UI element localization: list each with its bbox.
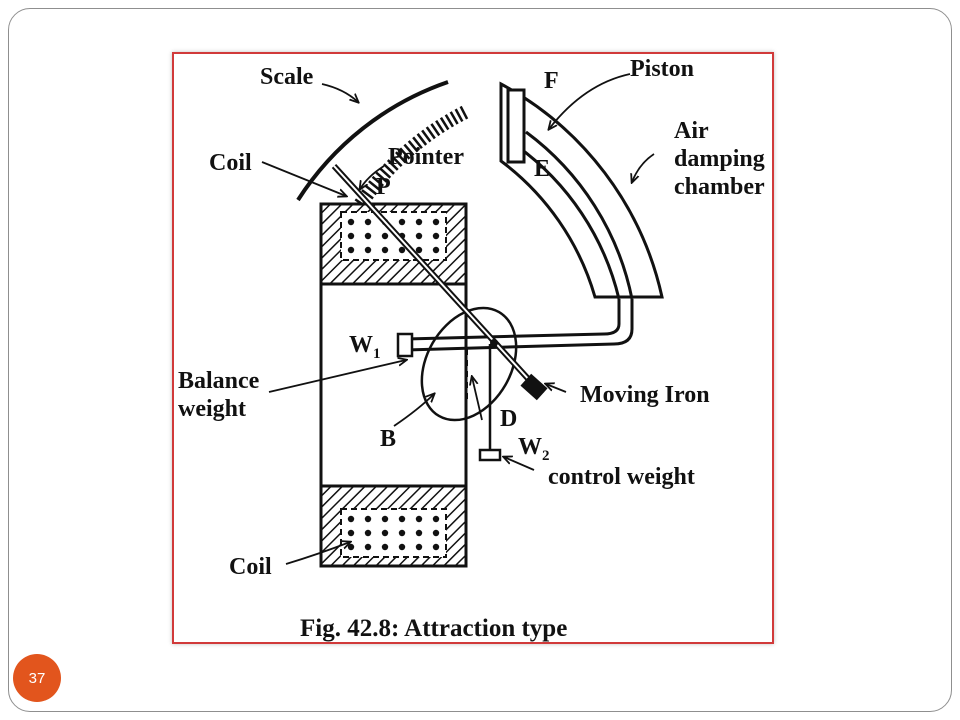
label-air-line3: chamber	[674, 174, 765, 200]
scale-tick	[395, 151, 407, 164]
balance-weight-w1	[396, 332, 414, 358]
scale-tick	[386, 159, 399, 171]
coil-winding-dot	[381, 232, 389, 240]
coil-winding-dot	[364, 515, 372, 523]
scale-tick	[449, 111, 459, 125]
pointer	[331, 163, 548, 401]
scale-tick	[454, 108, 464, 123]
coil-winding-dot	[347, 218, 355, 226]
coil-winding-dot	[347, 515, 355, 523]
coil-winding-dot	[364, 218, 372, 226]
label-air-line1: Air	[674, 118, 709, 144]
coil-winding-dot	[398, 515, 406, 523]
coil-winding-dot	[381, 246, 389, 254]
coil-winding-dot	[415, 218, 423, 226]
figure-caption: Fig. 42.8: Attraction type	[300, 615, 567, 642]
coil-winding-dot	[432, 232, 440, 240]
coil-winding-dot	[364, 246, 372, 254]
scale-tick	[412, 136, 423, 150]
scale-tick	[399, 147, 411, 160]
coil-winding-dot	[347, 543, 355, 551]
scale-tick	[375, 171, 388, 183]
coil-winding-dot	[381, 515, 389, 523]
scale-tick	[368, 180, 381, 191]
coil-winding-dot	[432, 515, 440, 523]
scale-tick	[403, 143, 415, 156]
coil-winding-dot	[432, 529, 440, 537]
page-number-badge: 37	[13, 654, 61, 702]
coil-winding-dot	[398, 218, 406, 226]
label-e: E	[534, 156, 550, 182]
scale-tick	[430, 123, 441, 137]
scale-tick	[416, 133, 428, 146]
figure-frame: Scale Coil Pointer P F Piston E Air damp…	[172, 52, 774, 644]
coil-winding-dot	[432, 246, 440, 254]
coil-winding-dot	[415, 515, 423, 523]
scale-tick	[407, 140, 419, 153]
coil-assembly	[319, 202, 468, 568]
scale-tick	[421, 129, 432, 143]
coil-winding-dot	[347, 529, 355, 537]
scale-tick	[425, 126, 436, 140]
label-air-line2: damping	[674, 146, 765, 172]
coil-winding-dot	[364, 232, 372, 240]
coil-winding-dot	[398, 529, 406, 537]
coil-winding-dot	[364, 543, 372, 551]
scale-tick	[379, 167, 392, 179]
label-piston: Piston	[630, 56, 694, 82]
spindle-pivot	[490, 339, 498, 347]
coil-winding-dot	[381, 543, 389, 551]
label-d: D	[500, 406, 517, 432]
air-damping-chamber	[405, 81, 664, 352]
scale-tick	[439, 117, 450, 131]
coil-winding-dot	[415, 232, 423, 240]
label-f: F	[544, 68, 559, 94]
label-balance-line1: Balance	[178, 368, 260, 394]
coil-winding-dot	[347, 246, 355, 254]
label-w1: W1	[349, 332, 381, 362]
label-balance-line2: weight	[178, 396, 246, 422]
scale-tick	[459, 105, 469, 120]
coil-winding-dot	[398, 543, 406, 551]
coil-winding-dot	[432, 218, 440, 226]
coil-winding-dot	[415, 529, 423, 537]
label-b: B	[380, 426, 396, 452]
leader-arrows	[261, 73, 655, 565]
coil-winding-dot	[381, 529, 389, 537]
label-coil-top: Coil	[209, 150, 252, 176]
label-w2: W2	[518, 434, 550, 464]
coil-winding-dot	[432, 543, 440, 551]
label-moving-iron: Moving Iron	[580, 382, 710, 408]
coil-winding-dot	[398, 246, 406, 254]
scale-tick	[390, 155, 403, 167]
scale-tick	[444, 114, 455, 128]
label-coil-bottom: Coil	[229, 554, 272, 580]
label-pointer: Pointer	[388, 144, 464, 170]
coil-winding-dot	[415, 246, 423, 254]
moving-iron-disc	[420, 306, 518, 422]
scale-tick	[383, 163, 395, 175]
scale-tick	[371, 175, 385, 187]
label-control-weight: control weight	[548, 464, 695, 490]
attraction-type-diagram: Scale Coil Pointer P F Piston E Air damp…	[178, 56, 765, 642]
coil-winding-dot	[364, 529, 372, 537]
label-scale: Scale	[260, 64, 314, 90]
coil-winding-dot	[415, 543, 423, 551]
scale-tick	[435, 120, 445, 134]
coil-winding-dot	[347, 232, 355, 240]
label-p: P	[376, 174, 391, 200]
control-weight-w2	[478, 448, 502, 462]
